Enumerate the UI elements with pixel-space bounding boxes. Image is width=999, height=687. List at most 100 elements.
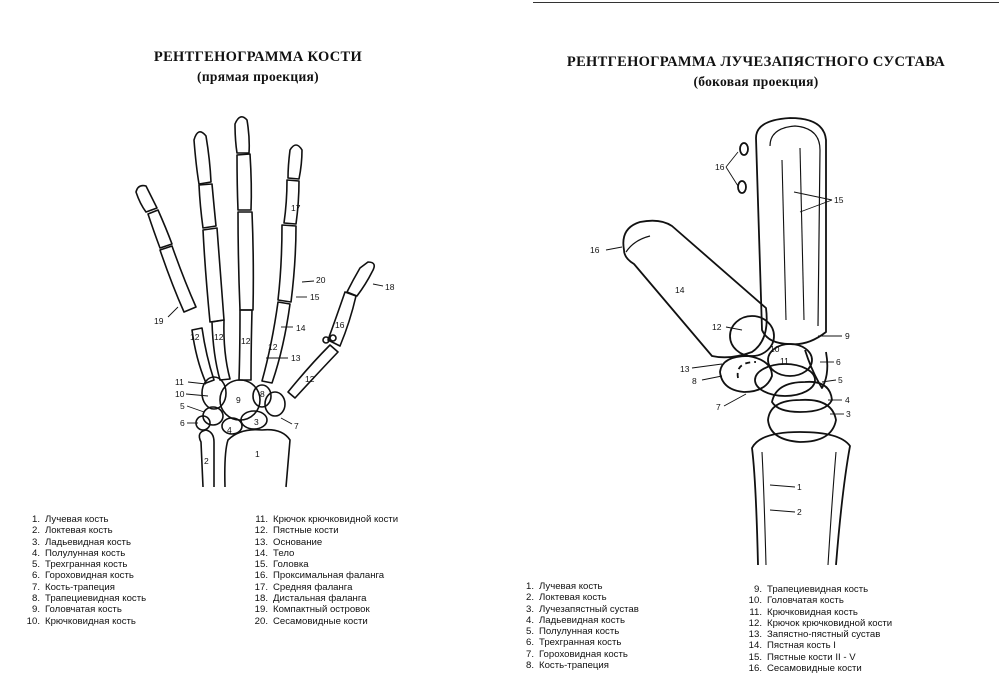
legend-item: 16.Проксимальная фаланга (254, 570, 385, 582)
legend-item: 15.Головка (254, 559, 309, 571)
trapezoid-shape (729, 315, 775, 357)
left-title-text: РЕНТГЕНОГРАММА КОСТИ (153, 49, 363, 65)
callout-15: 15 (310, 292, 320, 302)
legend-item: 3.Лучезапястный сустав (525, 603, 639, 615)
callout-7: 7 (716, 402, 721, 412)
callout-16-b: 16 (590, 245, 600, 255)
right-title: РЕНТГЕНОГРАММА ЛУЧЕЗАПЯСТНОГО СУСТАВА (б… (530, 53, 982, 91)
legend-item: 8.Кость-трапеция (525, 660, 609, 672)
right-legend-col1: 1.Лучевая кость 2.Локтевая кость 3.Лучез… (516, 581, 639, 671)
callout-15: 15 (834, 195, 844, 205)
callout-16-a: 16 (715, 162, 725, 172)
legend-item: 1.Лучевая кость (31, 514, 109, 525)
legend-item: 10.Головчатая кость (748, 595, 844, 607)
sesamoid-2 (737, 180, 747, 194)
legend-item: 2.Локтевая кость (31, 525, 113, 537)
callout-12-e: 12 (305, 374, 315, 384)
left-title: РЕНТГЕНОГРАММА КОСТИ (прямая проекция) (120, 48, 396, 86)
legend-item: 19.Компактный островок (254, 604, 370, 616)
callout-16: 16 (335, 320, 345, 330)
callout-8: 8 (692, 376, 697, 386)
radius-shape (224, 428, 291, 488)
lunate-shape (767, 398, 837, 443)
sesamoid-1 (739, 142, 749, 156)
legend-item: 16.Сесамовидные кости (748, 663, 862, 675)
legend-item: 12.Крючок крючковидной кости (748, 617, 893, 629)
left-subtitle: (прямая проекция) (197, 69, 319, 84)
callout-5: 5 (180, 401, 185, 411)
legend-item: 20.Сесамовидные кости (254, 615, 368, 627)
callout-14: 14 (675, 285, 685, 295)
callout-12-b: 12 (214, 332, 224, 342)
callout-13: 13 (291, 353, 301, 363)
right-callout-lines (605, 151, 844, 513)
legend-item: 7.Гороховидная кость (525, 648, 628, 660)
triquetrum-shape (804, 349, 829, 389)
legend-item: 10.Крючковидная кость (26, 615, 136, 627)
callout-9: 9 (845, 331, 850, 341)
legend-item: 12.Пястные кости (254, 525, 339, 537)
legend-item: 4.Полулунная кость (31, 547, 126, 559)
left-legend-col1: 1.Лучевая кость 2.Локтевая кость 3.Ладье… (22, 514, 146, 627)
legend-item: 11.Крючковидная кость (749, 606, 858, 618)
capitate-shape (754, 363, 816, 397)
callout-6: 6 (836, 357, 841, 367)
callout-7: 7 (294, 421, 299, 431)
legend-item: 11.Крючок крючковидной кости (255, 514, 399, 525)
legend-item: 14.Тело (254, 547, 295, 559)
trapezium-shape (719, 355, 773, 393)
left-callout-lines (167, 280, 384, 425)
legend-item: 17.Средняя фаланга (254, 581, 353, 593)
callout-10: 10 (175, 389, 185, 399)
callout-12-a: 12 (190, 332, 200, 342)
scaphoid-shape (240, 410, 268, 430)
legend-item: 14.Пястная кость I (748, 640, 836, 652)
callout-9: 9 (236, 395, 241, 405)
callout-12: 12 (712, 322, 722, 332)
legend-item: 18.Дистальная фаланга (254, 593, 367, 605)
legend-item: 6.Гороховидная кость (31, 570, 134, 582)
legend-item: 8.Трапециевидная кость (31, 593, 147, 605)
callout-10: 10 (770, 344, 780, 354)
wrist-bones-outline (622, 117, 851, 565)
right-subtitle: (боковая проекция) (693, 74, 819, 89)
callout-20: 20 (316, 275, 326, 285)
legend-item: 9.Головчатая кость (31, 604, 122, 616)
legend-item: 13.Основание (254, 536, 323, 548)
wrist-xray-diagram: 16 15 16 14 12 9 10 11 6 13 8 5 7 4 3 1 … (590, 117, 851, 565)
metacarpal-2-5 (755, 117, 827, 346)
sesamoid-1 (322, 336, 330, 344)
legend-item: 13.Запястно-пястный сустав (748, 629, 881, 641)
callout-12-c: 12 (241, 336, 251, 346)
trapezoid-shape (252, 384, 272, 408)
callout-13: 13 (680, 364, 690, 374)
legend-item: 5.Полулунная кость (525, 626, 620, 638)
callout-3: 3 (254, 417, 259, 427)
lunate-shape (221, 417, 243, 435)
legend-item: 5.Трехгранная кость (31, 559, 128, 571)
callout-11: 11 (175, 377, 184, 387)
hand-bones-outline (135, 116, 376, 488)
hamate-shape (201, 376, 227, 410)
callout-4: 4 (227, 425, 232, 435)
trapezium-shape (264, 391, 286, 417)
callout-19: 19 (154, 316, 164, 326)
metacarpal-5 (191, 327, 215, 384)
callout-11: 11 (780, 356, 789, 366)
callout-2: 2 (204, 456, 209, 466)
legend-item: 4.Ладьевидная кость (525, 614, 625, 626)
right-callouts: 16 15 16 14 12 9 10 11 6 13 8 5 7 4 3 1 … (590, 162, 851, 517)
callout-2: 2 (797, 507, 802, 517)
callout-17: 17 (291, 203, 301, 213)
hand-xray-diagram: 17 20 18 15 19 16 14 12 12 12 12 13 12 1… (135, 116, 395, 488)
callout-3: 3 (846, 409, 851, 419)
legend-item: 9.Трапециевидная кость (753, 584, 869, 595)
legend-item: 6.Трехгранная кость (525, 637, 622, 649)
legend-item: 3.Ладьевидная кость (31, 536, 131, 548)
callout-14: 14 (296, 323, 306, 333)
pisiform-dashed (736, 361, 757, 379)
callout-1: 1 (797, 482, 802, 492)
callout-4: 4 (845, 395, 850, 405)
left-callouts: 17 20 18 15 19 16 14 12 12 12 12 13 12 1… (154, 203, 395, 466)
left-legend-col2: 11.Крючок крючковидной кости 12.Пястные … (244, 514, 399, 627)
